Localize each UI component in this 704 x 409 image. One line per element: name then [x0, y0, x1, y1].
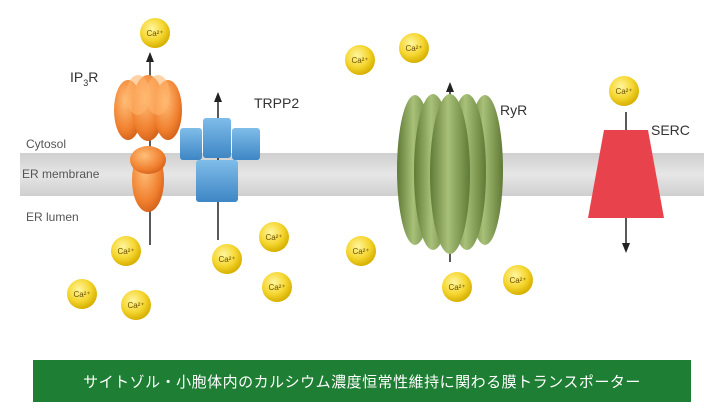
svg-text:Ca²⁺: Ca²⁺: [405, 44, 422, 53]
svg-text:Ca²⁺: Ca²⁺: [352, 247, 369, 256]
svg-text:Ca²⁺: Ca²⁺: [127, 301, 144, 310]
calcium-ion: Ca²⁺: [259, 222, 289, 252]
serca-pump: [588, 112, 664, 253]
calcium-ion: Ca²⁺: [503, 265, 533, 295]
calcium-ion: Ca²⁺: [121, 290, 151, 320]
er-membrane-label: ER membrane: [22, 167, 100, 181]
svg-text:Ca²⁺: Ca²⁺: [265, 233, 282, 242]
calcium-ion: Ca²⁺: [140, 18, 170, 48]
ip3r-channel: [114, 52, 182, 245]
calcium-ions: Ca²⁺ Ca²⁺ Ca²⁺ Ca²⁺ Ca²⁺ Ca²⁺ Ca²⁺ Ca²⁺ …: [67, 18, 639, 320]
calcium-ion: Ca²⁺: [345, 45, 375, 75]
calcium-ion: Ca²⁺: [212, 244, 242, 274]
svg-text:Ca²⁺: Ca²⁺: [117, 247, 134, 256]
svg-text:Ca²⁺: Ca²⁺: [268, 283, 285, 292]
calcium-ion: Ca²⁺: [262, 272, 292, 302]
svg-text:Ca²⁺: Ca²⁺: [448, 283, 465, 292]
svg-text:Ca²⁺: Ca²⁺: [351, 56, 368, 65]
calcium-ion: Ca²⁺: [609, 76, 639, 106]
svg-text:Ca²⁺: Ca²⁺: [615, 87, 632, 96]
svg-text:Ca²⁺: Ca²⁺: [509, 276, 526, 285]
serca-label: SERC: [651, 122, 690, 138]
caption-banner: サイトゾル・小胞体内のカルシウム濃度恒常性維持に関わる膜トランスポーター: [33, 360, 691, 402]
trpp2-channel: [180, 92, 260, 240]
ryr-channel: [397, 82, 503, 262]
ip3r-label: IP3R: [70, 69, 98, 88]
caption-text: サイトゾル・小胞体内のカルシウム濃度恒常性維持に関わる膜トランスポーター: [83, 372, 641, 391]
trpp2-label: TRPP2: [254, 95, 299, 111]
ryr-label: RyR: [500, 102, 527, 118]
calcium-ion: Ca²⁺: [111, 236, 141, 266]
cytosol-label: Cytosol: [26, 137, 66, 151]
calcium-ion: Ca²⁺: [346, 236, 376, 266]
calcium-ion: Ca²⁺: [399, 33, 429, 63]
svg-text:Ca²⁺: Ca²⁺: [218, 255, 235, 264]
calcium-ion: Ca²⁺: [67, 279, 97, 309]
svg-text:Ca²⁺: Ca²⁺: [73, 290, 90, 299]
calcium-ion: Ca²⁺: [442, 272, 472, 302]
svg-text:Ca²⁺: Ca²⁺: [146, 29, 163, 38]
er-lumen-label: ER lumen: [26, 210, 79, 224]
